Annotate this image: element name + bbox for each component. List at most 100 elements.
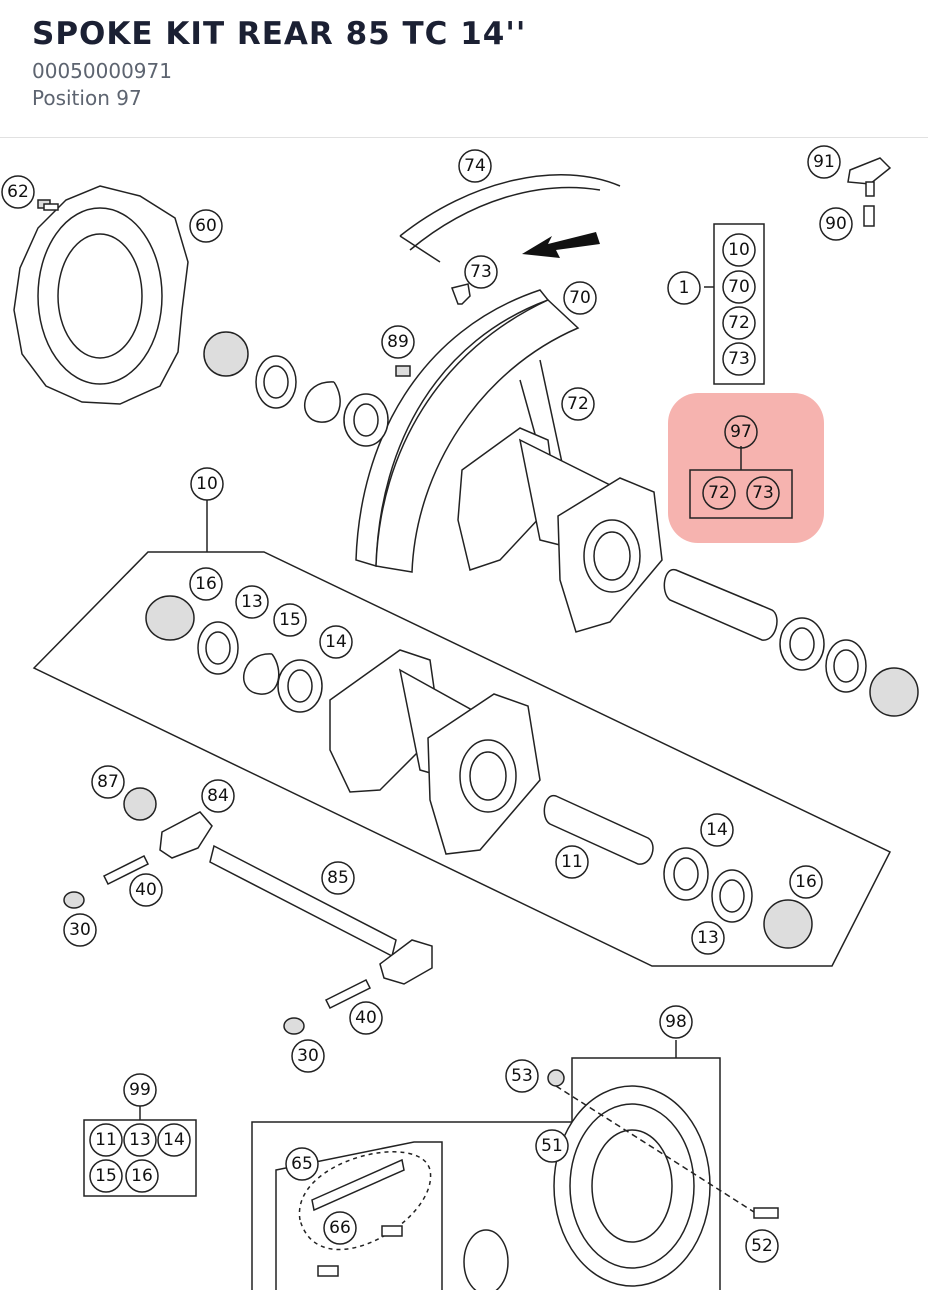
svg-text:85: 85 bbox=[327, 868, 349, 888]
brake-disc-part[interactable] bbox=[13, 185, 189, 405]
callout-98[interactable]: 98 bbox=[659, 1005, 693, 1039]
tire-part[interactable] bbox=[399, 174, 621, 237]
callout-30-upper[interactable]: 30 bbox=[63, 913, 97, 947]
chain-kit-outline bbox=[251, 1057, 721, 1290]
callout-65[interactable]: 65 bbox=[285, 1147, 319, 1181]
callout-13-lower[interactable]: 13 bbox=[691, 921, 725, 955]
callout-70[interactable]: 70 bbox=[563, 281, 597, 315]
callout-53[interactable]: 53 bbox=[505, 1059, 539, 1093]
bolt-52-part[interactable] bbox=[753, 1207, 779, 1219]
callout-87[interactable]: 87 bbox=[91, 765, 125, 799]
front-sprocket-part[interactable] bbox=[463, 1229, 509, 1294]
callout-16-upper[interactable]: 16 bbox=[189, 567, 223, 601]
bolt-62-part[interactable] bbox=[37, 199, 59, 211]
svg-text:73: 73 bbox=[470, 262, 492, 282]
hub-kit-parts[interactable] bbox=[145, 595, 813, 949]
kit-99-group[interactable]: 99 11 13 14 15 16 bbox=[83, 1073, 197, 1197]
callout-52[interactable]: 52 bbox=[745, 1229, 779, 1263]
svg-text:52: 52 bbox=[751, 1236, 773, 1256]
svg-text:30: 30 bbox=[297, 1046, 319, 1066]
callout-66[interactable]: 66 bbox=[323, 1211, 357, 1245]
svg-text:72: 72 bbox=[728, 313, 750, 333]
svg-text:13: 13 bbox=[697, 928, 719, 948]
callout-72[interactable]: 72 bbox=[561, 387, 595, 421]
bolt-89-part[interactable] bbox=[395, 365, 411, 377]
svg-text:10: 10 bbox=[196, 474, 218, 494]
svg-text:90: 90 bbox=[825, 214, 847, 234]
svg-text:1: 1 bbox=[679, 278, 690, 298]
callout-16-lower[interactable]: 16 bbox=[789, 865, 823, 899]
svg-text:14: 14 bbox=[706, 820, 728, 840]
svg-text:97: 97 bbox=[730, 422, 752, 442]
svg-text:15: 15 bbox=[95, 1166, 117, 1186]
rear-sprocket-part[interactable] bbox=[553, 1085, 711, 1287]
svg-text:73: 73 bbox=[728, 349, 750, 369]
svg-text:11: 11 bbox=[561, 852, 583, 872]
callout-90[interactable]: 90 bbox=[819, 207, 853, 241]
callout-89[interactable]: 89 bbox=[381, 325, 415, 359]
page-header: SPOKE KIT REAR 85 TC 14'' 00050000971 Po… bbox=[0, 0, 928, 138]
callout-15[interactable]: 15 bbox=[273, 603, 307, 637]
rim-part[interactable] bbox=[355, 289, 580, 573]
svg-text:10: 10 bbox=[728, 240, 750, 260]
nipple-73-part[interactable] bbox=[451, 283, 471, 305]
callout-84[interactable]: 84 bbox=[201, 779, 235, 813]
callout-91[interactable]: 91 bbox=[807, 145, 841, 179]
svg-text:53: 53 bbox=[511, 1066, 533, 1086]
callout-73[interactable]: 73 bbox=[464, 255, 498, 289]
callout-51[interactable]: 51 bbox=[535, 1129, 569, 1163]
svg-text:99: 99 bbox=[129, 1080, 151, 1100]
svg-text:73: 73 bbox=[752, 483, 774, 503]
callout-10[interactable]: 10 bbox=[190, 467, 224, 501]
callout-40-upper[interactable]: 40 bbox=[129, 873, 163, 907]
kit-97-group[interactable]: 97 72 73 bbox=[689, 415, 793, 519]
svg-text:40: 40 bbox=[135, 880, 157, 900]
svg-text:13: 13 bbox=[241, 592, 263, 612]
svg-text:13: 13 bbox=[129, 1130, 151, 1150]
svg-text:70: 70 bbox=[569, 288, 591, 308]
callout-14-upper[interactable]: 14 bbox=[319, 625, 353, 659]
svg-text:89: 89 bbox=[387, 332, 409, 352]
position-label: Position 97 bbox=[32, 86, 142, 110]
svg-text:87: 87 bbox=[97, 772, 119, 792]
callout-60[interactable]: 60 bbox=[189, 209, 223, 243]
svg-text:91: 91 bbox=[813, 152, 835, 172]
svg-text:98: 98 bbox=[665, 1012, 687, 1032]
svg-text:70: 70 bbox=[728, 277, 750, 297]
nut-53-part[interactable] bbox=[547, 1069, 565, 1087]
hub-kit-outline bbox=[32, 551, 892, 967]
svg-text:84: 84 bbox=[207, 786, 229, 806]
callout-40-lower[interactable]: 40 bbox=[349, 1001, 383, 1035]
svg-text:40: 40 bbox=[355, 1008, 377, 1028]
svg-text:74: 74 bbox=[464, 156, 486, 176]
svg-text:15: 15 bbox=[279, 610, 301, 630]
chain-part[interactable] bbox=[311, 1158, 405, 1212]
valve-parts[interactable] bbox=[847, 157, 892, 227]
axle-and-adjusters[interactable] bbox=[63, 787, 433, 1035]
callout-85[interactable]: 85 bbox=[321, 861, 355, 895]
svg-text:14: 14 bbox=[163, 1130, 185, 1150]
svg-text:72: 72 bbox=[708, 483, 730, 503]
callout-62[interactable]: 62 bbox=[1, 175, 35, 209]
bearing-parts-upper[interactable] bbox=[203, 331, 389, 447]
rotation-arrow-icon bbox=[522, 232, 600, 258]
callout-74[interactable]: 74 bbox=[458, 149, 492, 183]
callout-11[interactable]: 11 bbox=[555, 845, 589, 879]
spacer-and-bearings-right[interactable] bbox=[663, 569, 919, 717]
chain-link-part[interactable] bbox=[381, 1225, 403, 1237]
kit-1-group[interactable]: 1 10 70 72 73 bbox=[667, 223, 765, 385]
svg-text:51: 51 bbox=[541, 1136, 563, 1156]
callout-14-lower[interactable]: 14 bbox=[700, 813, 734, 847]
part-number: 00050000971 bbox=[32, 59, 172, 83]
svg-text:60: 60 bbox=[195, 216, 217, 236]
callout-30-lower[interactable]: 30 bbox=[291, 1039, 325, 1073]
svg-text:66: 66 bbox=[329, 1218, 351, 1238]
highlight-kit-97 bbox=[668, 393, 824, 543]
svg-text:65: 65 bbox=[291, 1154, 313, 1174]
svg-text:72: 72 bbox=[567, 394, 589, 414]
svg-text:11: 11 bbox=[95, 1130, 117, 1150]
page-title: SPOKE KIT REAR 85 TC 14'' bbox=[32, 16, 527, 52]
hub-assembly-part[interactable] bbox=[457, 427, 663, 633]
svg-text:14: 14 bbox=[325, 632, 347, 652]
callout-13-upper[interactable]: 13 bbox=[235, 585, 269, 619]
